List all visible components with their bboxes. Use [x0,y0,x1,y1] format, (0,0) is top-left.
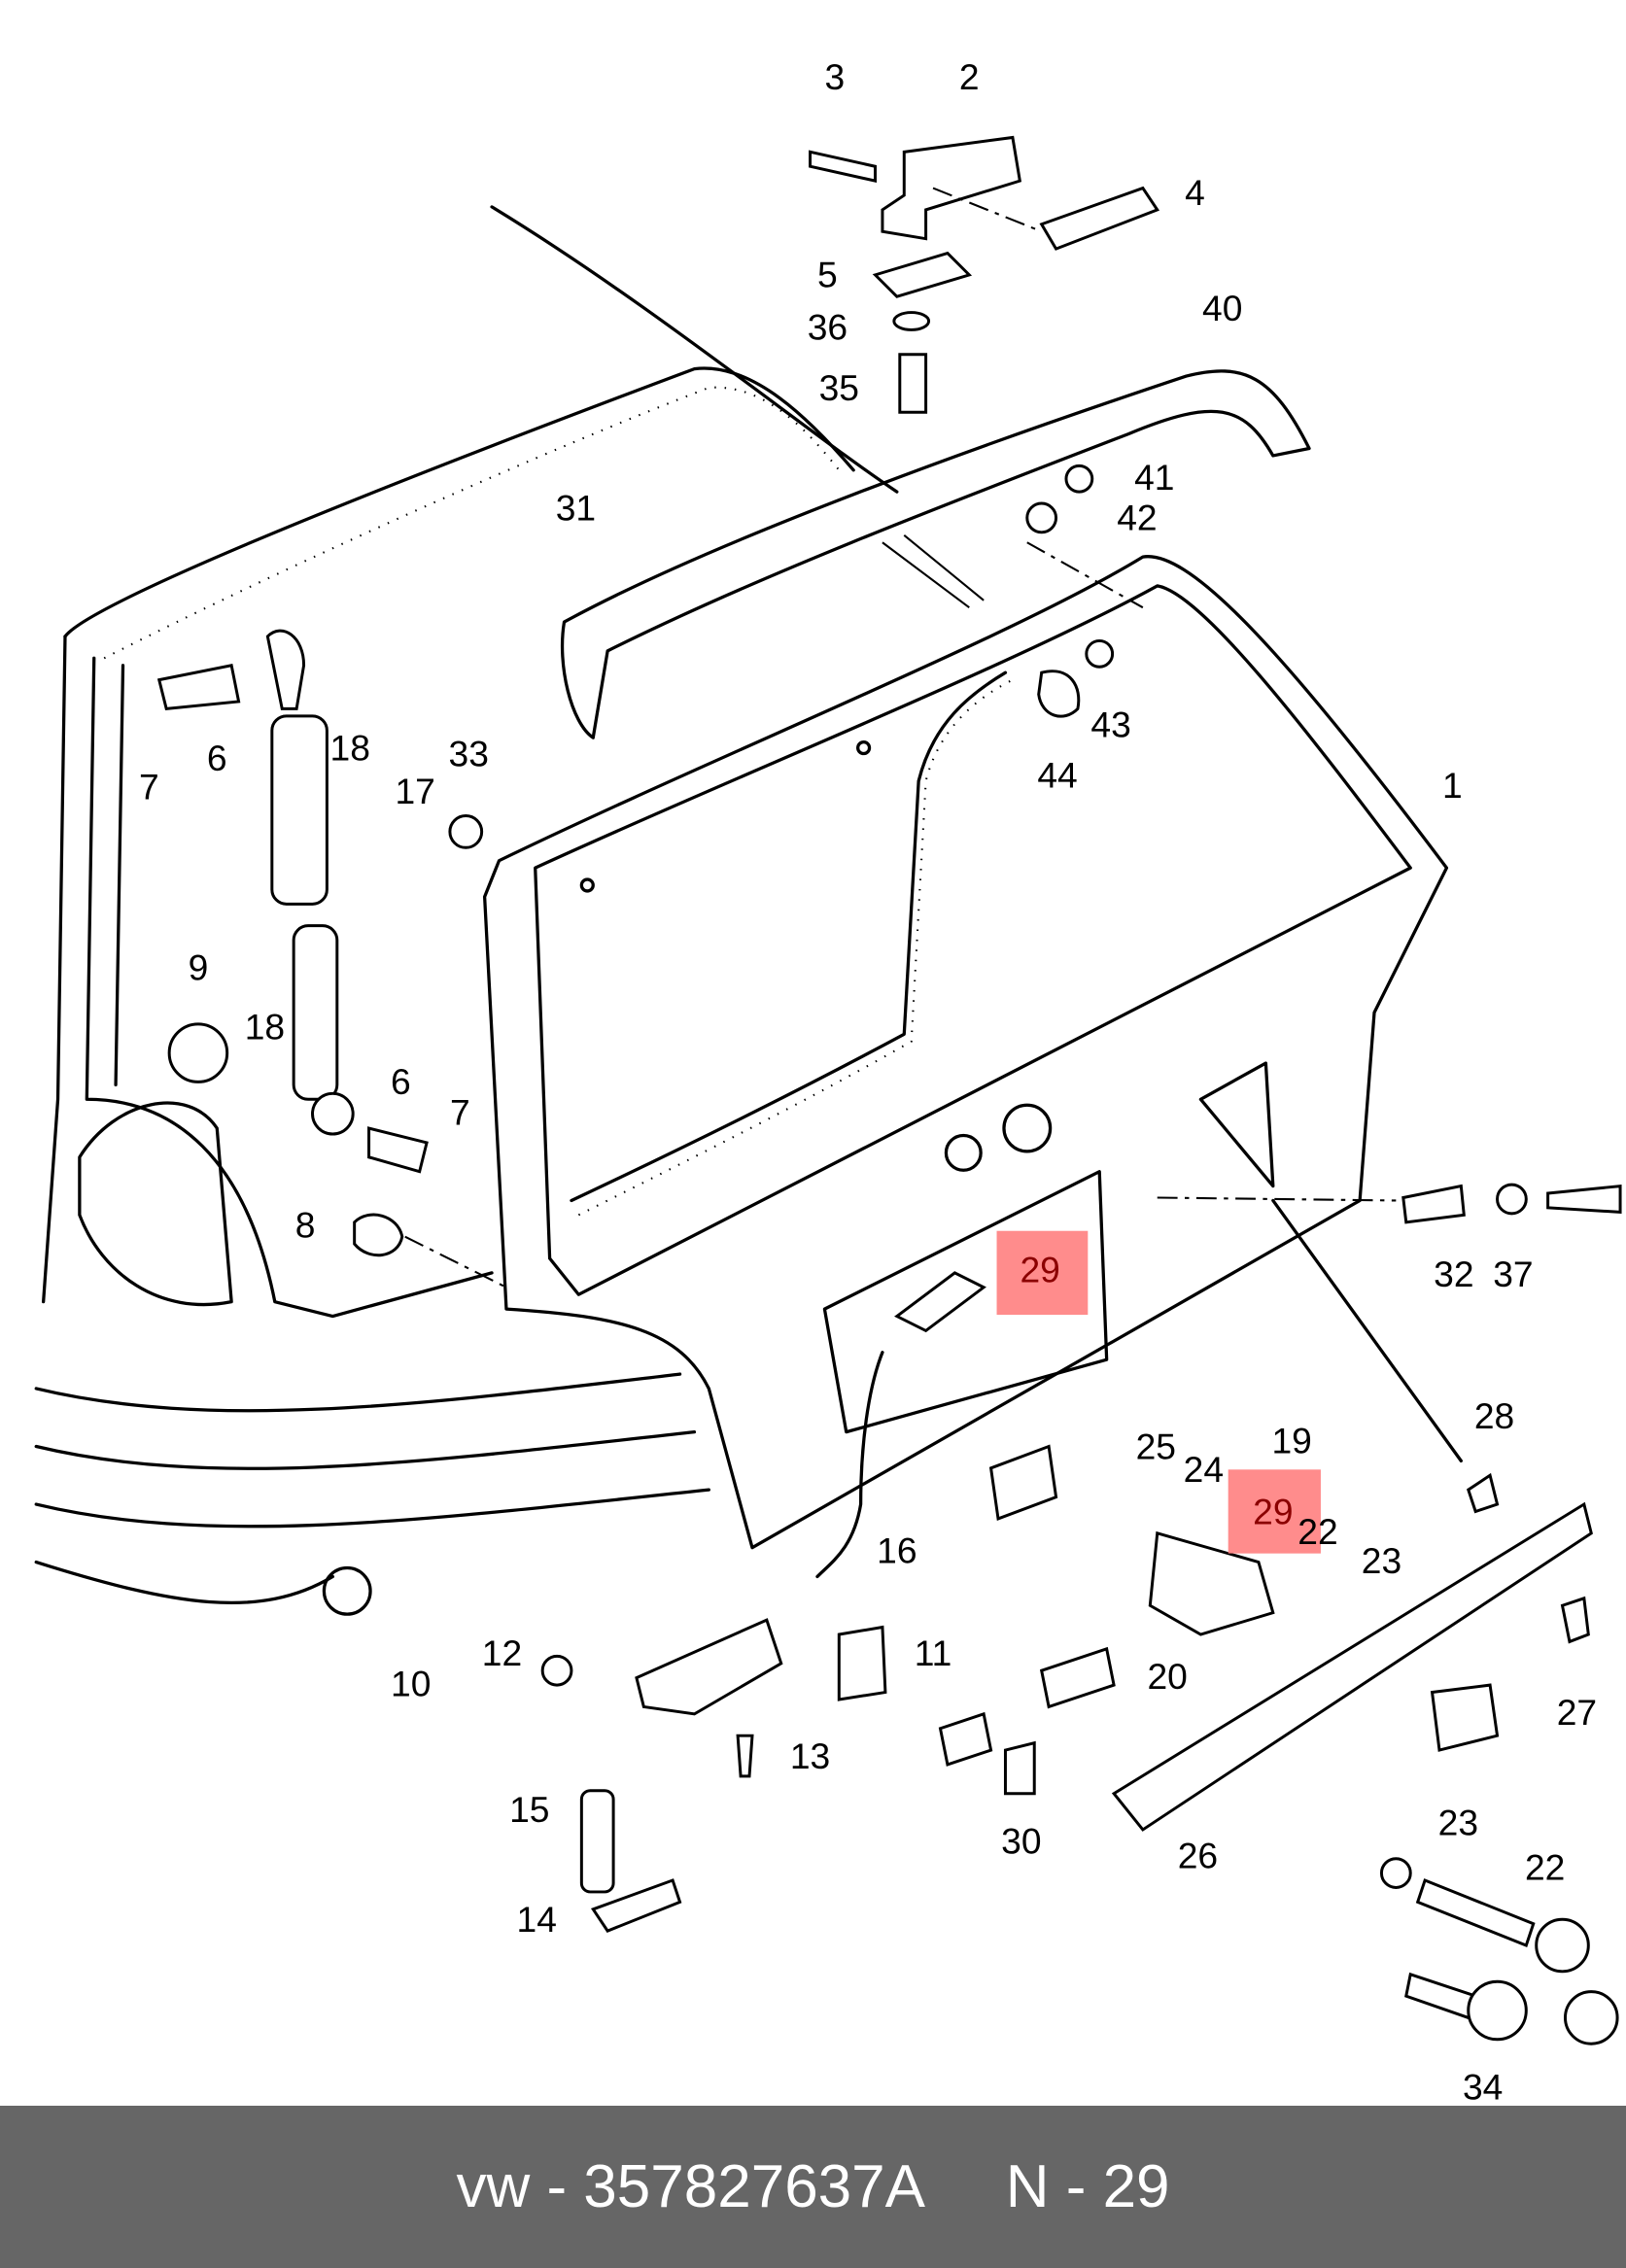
callout-25: 25 [1136,1426,1176,1466]
callout-17: 17 [395,771,434,811]
callout-11: 11 [915,1632,952,1673]
callout-12: 12 [482,1632,522,1673]
callout-7: 7 [139,767,159,808]
callout-5: 5 [817,255,838,295]
callout-8: 8 [295,1205,316,1246]
callout-29-highlighted: 29 [1253,1491,1293,1531]
tailgate [482,555,1449,1550]
callout-1: 1 [1442,765,1463,806]
callout-6: 6 [391,1061,411,1102]
callout-37: 37 [1493,1254,1533,1294]
callout-13: 13 [790,1735,830,1776]
callout-41: 41 [1134,457,1174,498]
callout-42: 42 [1117,498,1157,538]
callout-28: 28 [1474,1395,1514,1436]
callout-14: 14 [517,1899,557,1940]
callout-44: 44 [1037,755,1077,796]
callout-16: 16 [877,1529,917,1570]
callout-2: 2 [959,56,980,97]
car-body [34,205,899,1616]
callout-23: 23 [1362,1540,1401,1581]
callout-30: 30 [1001,1821,1041,1862]
callout-23: 23 [1438,1802,1478,1842]
callout-36: 36 [808,306,848,347]
callout-7: 7 [450,1091,470,1132]
callout-33: 33 [449,733,489,773]
callout-6: 6 [207,738,227,778]
callout-35: 35 [819,367,859,408]
callout-22: 22 [1297,1511,1337,1552]
callout-26: 26 [1178,1836,1218,1876]
highlight-box-29-b [1228,1469,1321,1554]
callout-labels: 3 2 4 5 36 35 40 41 42 31 43 44 1 6 7 18… [139,56,1597,2108]
callout-3: 3 [824,56,845,97]
callout-15: 15 [509,1789,549,1830]
callout-32: 32 [1434,1254,1473,1294]
callout-24: 24 [1184,1449,1224,1490]
callout-18: 18 [330,727,370,768]
callout-10: 10 [391,1663,431,1703]
hinge-assembly [809,135,1160,414]
lock-parts [540,464,1622,2045]
callout-29-highlighted: 29 [1020,1250,1059,1290]
part-number-text: vw - 357827637A N - 29 [456,2153,1170,2220]
rear-spoiler [560,369,1311,739]
callout-9: 9 [189,947,209,988]
callout-18: 18 [245,1007,285,1048]
callout-27: 27 [1557,1692,1597,1733]
highlight-box-29-a [996,1230,1089,1316]
callout-31: 31 [556,487,596,528]
gas-struts [156,629,507,1289]
callout-40: 40 [1202,288,1242,328]
callout-43: 43 [1090,704,1130,745]
callout-22: 22 [1525,1846,1565,1887]
callout-34: 34 [1463,2067,1503,2108]
part-number-footer: vw - 357827637A N - 29 [0,2106,1626,2268]
callout-20: 20 [1147,1656,1187,1697]
callout-4: 4 [1185,172,1205,213]
callout-19: 19 [1271,1420,1311,1460]
